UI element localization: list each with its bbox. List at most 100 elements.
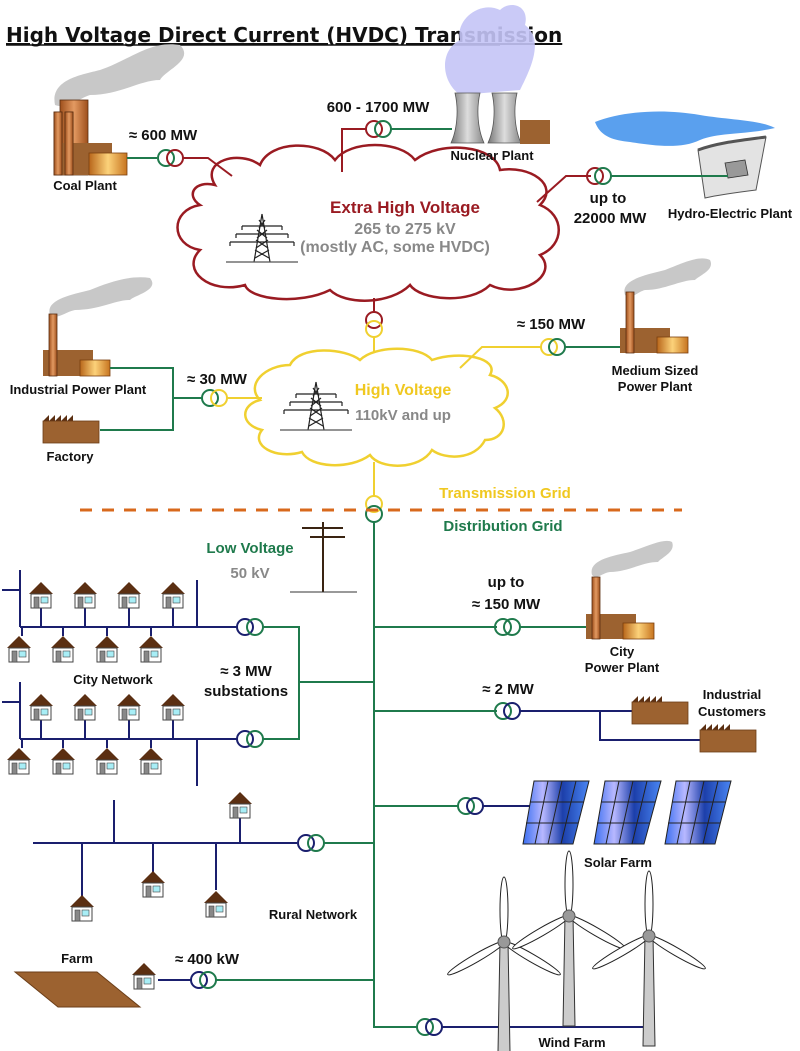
medium-plant-line [459,338,620,369]
extra-high-voltage-note: (mostly AC, some HVDC) [300,239,490,256]
city-plant-power-line1: up to [488,574,525,591]
hv-distribution-link [365,462,383,523]
distribution-bus [373,522,418,1028]
factory-icon [631,695,689,725]
transformer-icon [190,971,208,989]
industrial-power: ≈ 30 MW [187,371,248,388]
coal-plant-icon [53,44,185,176]
coal-plant-power: ≈ 600 MW [129,127,198,144]
house-icon [140,870,166,898]
extra-high-voltage-range: 265 to 275 kV [354,221,456,238]
house-icon [50,635,76,663]
transformer-icon [457,797,475,815]
city-network-bottom [2,682,238,786]
house-icon [72,581,98,609]
house-icon [138,635,164,663]
city-plant-label-line1: City [610,644,635,659]
high-voltage-range: 110kV and up [355,407,451,424]
coal-plant-label: Coal Plant [53,178,117,193]
transformer-icon [494,702,512,720]
house-icon [160,693,186,721]
transformer-icon [297,834,315,852]
transformer-icon [236,618,254,636]
city-power-plant-icon [586,540,673,640]
hydro-plant-label: Hydro-Electric Plant [668,206,793,221]
house-icon [227,791,253,819]
house-icon [131,962,157,990]
rural-network-label: Rural Network [269,907,358,922]
transformer-icon [494,618,512,636]
distribution-grid-label: Distribution Grid [443,518,562,535]
city-network-top [2,570,238,636]
nuclear-plant-label: Nuclear Plant [450,148,534,163]
city-network-power-line2: substations [204,683,288,700]
nuclear-plant-power: 600 - 1700 MW [327,99,430,116]
transformer-icon [416,1018,434,1036]
house-icon [203,890,229,918]
hydro-power-line1: up to [590,190,627,207]
rural-network [33,800,297,896]
hydro-plant-icon [595,111,775,199]
house-icon [160,581,186,609]
extra-high-voltage-title: Extra High Voltage [330,198,480,217]
transformer-icon [246,730,264,748]
low-voltage-title: Low Voltage [206,540,293,557]
industrial-line [100,367,262,431]
city-network-label: City Network [73,672,153,687]
transformer-icon [157,149,175,167]
house-icon [28,693,54,721]
city-network-power-line1: ≈ 3 MW [220,663,272,680]
industrial-customers-power: ≈ 2 MW [482,681,534,698]
ehv-hv-link [365,298,383,358]
transformer-icon [586,167,604,185]
solar-farm-label: Solar Farm [584,855,652,870]
house-icon [6,747,32,775]
house-icon [6,635,32,663]
medium-plant-label-line1: Medium Sized [612,363,699,378]
house-icon [28,581,54,609]
factory-icon [42,414,100,444]
wind-turbine-icon [510,850,628,1027]
transformer-icon [307,834,325,852]
solar-panel-icon [593,780,662,845]
low-voltage-range: 50 kV [230,565,269,582]
transformer-icon [236,730,254,748]
house-icon [138,747,164,775]
industrial-power-plant-icon [43,277,153,377]
industrial-customers-label-line2: Customers [698,704,766,719]
medium-power-plant-icon [620,258,712,354]
house-icon [69,894,95,922]
high-voltage-title: High Voltage [355,382,452,399]
hydro-power-line2: 22000 MW [574,210,647,227]
coal-line [127,149,233,177]
transformer-icon [201,389,219,407]
transformer-icon [365,120,383,138]
hydro-line [536,167,728,203]
wind-turbine-icon [445,876,563,1051]
transmission-grid-label: Transmission Grid [439,485,571,502]
industrial-customers-label-line1: Industrial [703,687,762,702]
transformer-icon [540,338,558,356]
house-icon [116,693,142,721]
solar-panel-icon [522,780,590,845]
medium-plant-power: ≈ 150 MW [517,316,586,333]
nuclear-line [341,120,452,172]
house-icon [94,747,120,775]
factory-icon [699,723,757,753]
city-plant-label-line2: Power Plant [585,660,660,675]
factory-label: Factory [47,449,95,464]
wind-turbine-icon [590,870,708,1047]
city-plant-power-line2: ≈ 150 MW [472,596,541,613]
transformer-icon [365,505,383,523]
farm-power: ≈ 400 kW [175,951,240,968]
transformer-icon [365,495,383,513]
house-icon [72,693,98,721]
wind-farm-label: Wind Farm [538,1035,605,1050]
high-voltage-cloud [244,347,509,467]
solar-panel-icon [664,780,732,845]
farm-label: Farm [61,951,93,966]
industrial-power-plant-label: Industrial Power Plant [10,382,147,397]
house-icon [50,747,76,775]
nuclear-plant-icon [445,5,550,144]
